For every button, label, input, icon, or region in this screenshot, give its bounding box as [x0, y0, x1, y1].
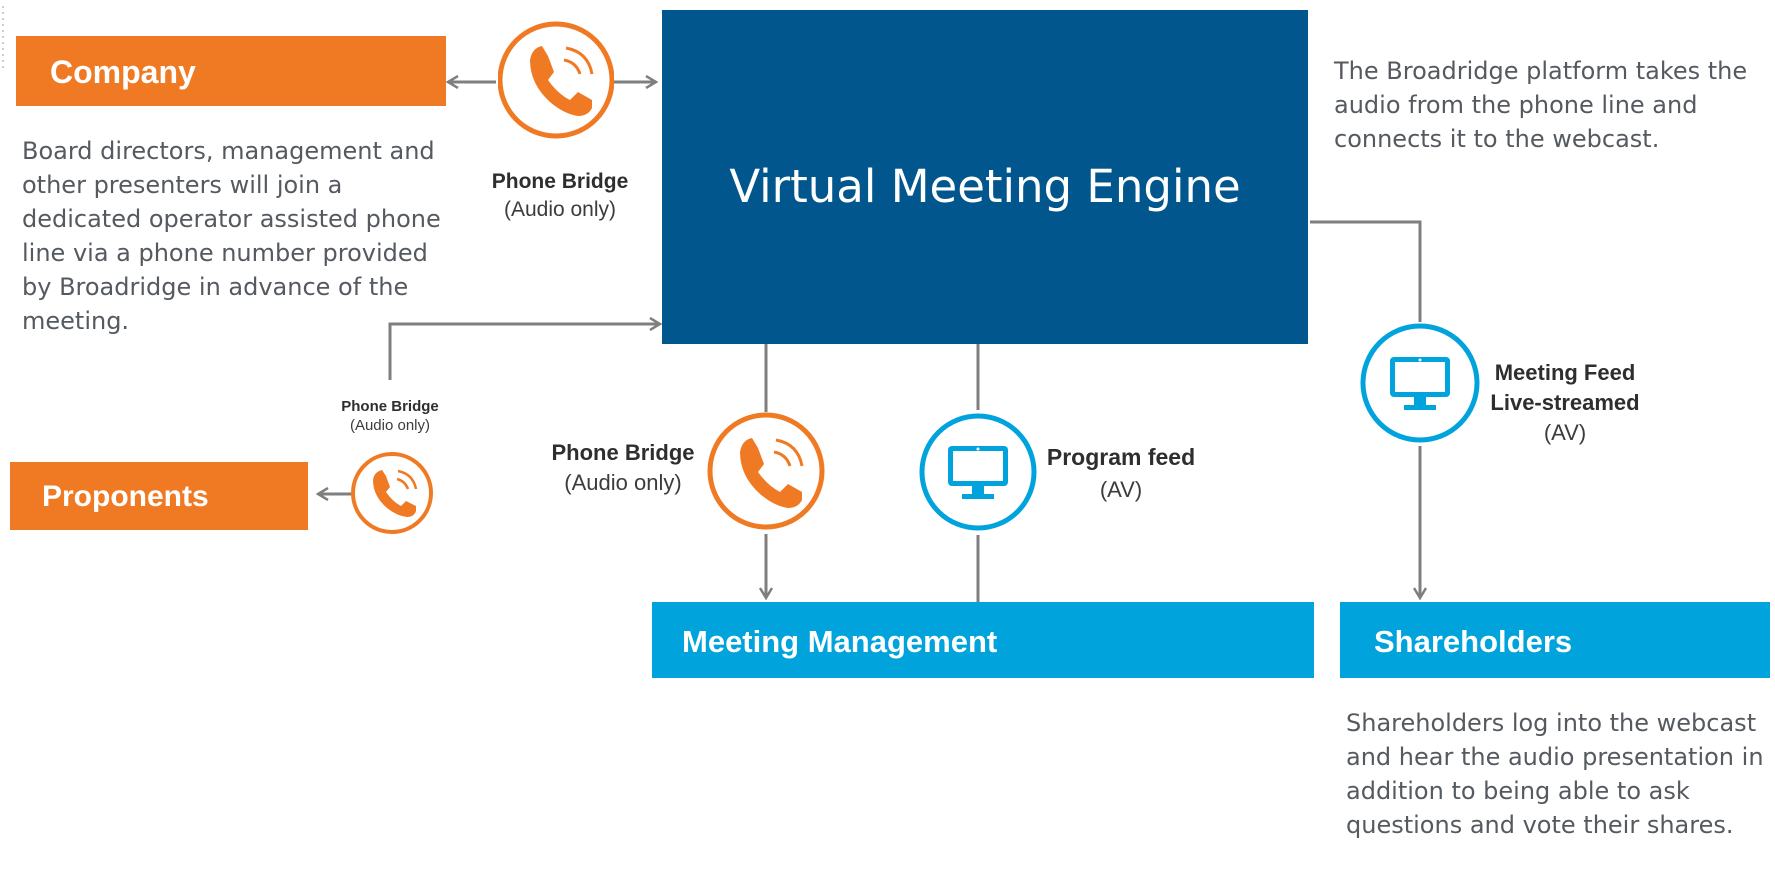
virtual-meeting-engine-box: Virtual Meeting Engine	[662, 10, 1308, 344]
proponents-label: Proponents	[42, 480, 209, 513]
phone-bridge-small-label: Phone Bridge (Audio only)	[330, 398, 450, 434]
phone-bridge-mid-label: Phone Bridge (Audio only)	[548, 440, 698, 496]
phone-bridge-small-title: Phone Bridge	[341, 398, 439, 415]
engine-title: Virtual Meeting Engine	[729, 160, 1241, 213]
program-feed-icon	[918, 408, 1038, 536]
phone-bridge-mid-icon	[706, 406, 826, 536]
program-feed-label: Program feed (AV)	[1046, 444, 1196, 503]
phone-bridge-top-label: Phone Bridge (Audio only)	[480, 170, 640, 222]
company-description: Board directors, management and other pr…	[22, 137, 441, 335]
meeting-feed-label: Meeting Feed Live-streamed (AV)	[1484, 360, 1646, 446]
phone-bridge-small-icon	[350, 448, 436, 538]
meeting-feed-icon	[1358, 318, 1482, 448]
meeting-management-box: Meeting Management	[652, 602, 1314, 678]
meeting-management-label: Meeting Management	[682, 624, 998, 659]
arrow-proponents-to-engine	[388, 324, 660, 380]
program-feed-subtitle: (AV)	[1099, 477, 1143, 502]
meeting-feed-title-2: Live-streamed	[1490, 390, 1640, 415]
phone-bridge-small-subtitle: (Audio only)	[349, 417, 431, 434]
phone-bridge-mid-title: Phone Bridge	[551, 440, 695, 465]
phone-bridge-top-title: Phone Bridge	[491, 170, 629, 193]
phone-bridge-top-icon	[497, 14, 615, 146]
line-engine-to-meeting-feed	[1310, 220, 1422, 322]
company-label: Company	[50, 54, 196, 90]
phone-bridge-mid-subtitle: (Audio only)	[564, 470, 682, 495]
shareholders-label: Shareholders	[1374, 624, 1573, 659]
meeting-feed-subtitle: (AV)	[1543, 420, 1587, 445]
shareholders-description: Shareholders log into the webcast and he…	[1346, 709, 1764, 839]
phone-bridge-top-subtitle: (Audio only)	[503, 198, 617, 221]
meeting-feed-title-1: Meeting Feed	[1494, 360, 1636, 385]
shareholders-box: Shareholders	[1340, 602, 1770, 678]
platform-note: The Broadridge platform takes the audio …	[1334, 57, 1748, 153]
program-feed-title: Program feed	[1046, 444, 1196, 470]
proponents-label-box: Proponents	[10, 462, 308, 530]
company-label-box: Company	[16, 36, 446, 106]
